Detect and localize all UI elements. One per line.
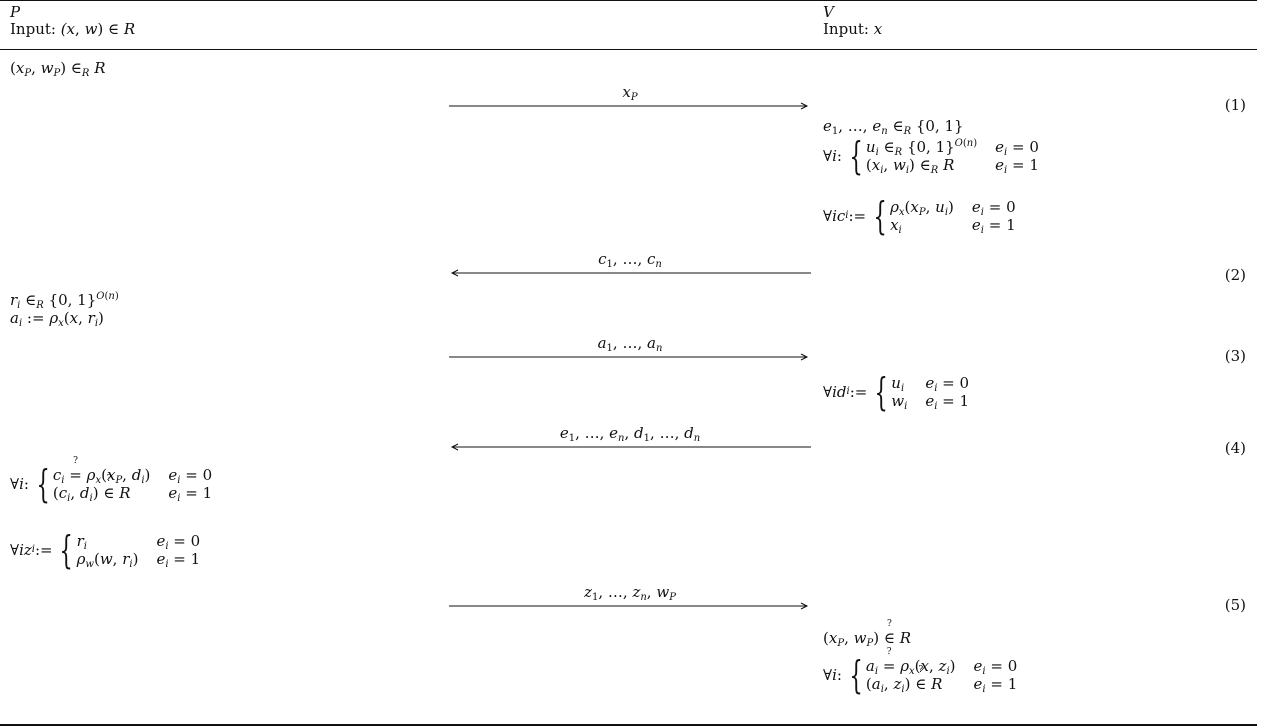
prover-input: Input: (x, w) ∈ R	[10, 20, 136, 38]
bottom-rule	[0, 724, 1257, 726]
prover-compute-a: ai := ρx(x, ri)	[10, 309, 104, 329]
prover-check-cases: ∀i : { ci = ρx(xP, di)ei = 0 (ci, di) ∈ …	[10, 465, 212, 503]
step-number-2: (2)	[1224, 266, 1246, 284]
message-4: e1, …, en, d1, …, dn	[449, 425, 811, 452]
message-3-label: a1, …, an	[597, 334, 663, 354]
step-number-3: (3)	[1224, 347, 1246, 365]
verifier-header: V Input: x	[823, 4, 882, 38]
arrow-left-icon	[450, 443, 811, 451]
message-3: a1, …, an	[449, 335, 811, 362]
message-5: z1, …, zn, wP	[449, 584, 811, 611]
message-5-label: z1, …, zn, wP	[584, 583, 676, 603]
verifier-input: Input: x	[823, 20, 883, 38]
header-rule	[0, 49, 1257, 50]
step-number-1: (1)	[1224, 96, 1246, 114]
step-number-5: (5)	[1224, 596, 1246, 614]
verifier-sample-challenges: e1, …, en ∈R {0, 1}	[823, 117, 964, 137]
prover-sample-instance: (xP, wP) ∈R R	[10, 59, 106, 79]
message-2-label: c1, …, cn	[598, 250, 662, 270]
prover-name: P	[10, 3, 21, 21]
message-2: c1, …, cn	[449, 251, 811, 278]
arrow-right-icon	[449, 602, 809, 610]
arrow-right-icon	[449, 353, 809, 361]
verifier-check-instance: (xP, wP) ∈ R	[823, 630, 911, 649]
verifier-final-check-cases: ∀i : { ai = ρx(x, zi)ei = 0 (ai, zi) ∈ R…	[823, 656, 1017, 694]
prover-sample-randomness: ri ∈R {0, 1}O(n)	[10, 291, 119, 311]
message-1: xP	[449, 84, 811, 111]
arrow-right-icon	[449, 102, 809, 110]
verifier-sample-cases: ∀i : { ui ∈R {0, 1}O(n)ei = 0 (xi, wi) ∈…	[823, 134, 1039, 178]
verifier-name: V	[823, 3, 834, 21]
arrow-left-icon	[450, 269, 811, 277]
message-4-label: e1, …, en, d1, …, dn	[559, 424, 701, 444]
top-rule	[0, 0, 1257, 1]
message-1-label: xP	[622, 83, 638, 103]
prover-header: P Input: (x, w) ∈ R	[10, 4, 135, 38]
step-number-4: (4)	[1224, 439, 1246, 457]
